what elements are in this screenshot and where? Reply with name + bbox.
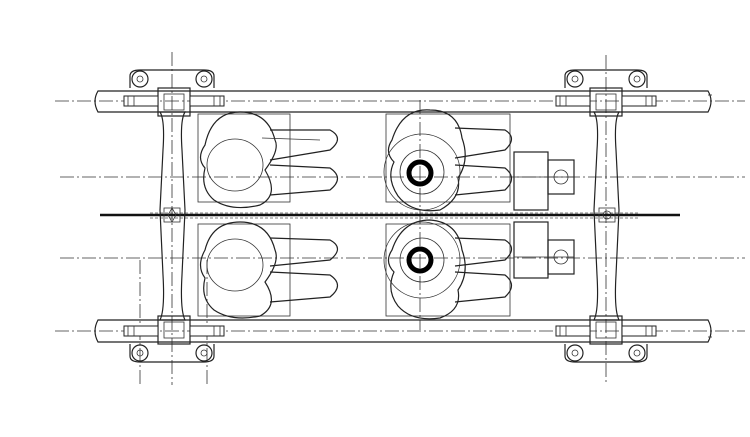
axle-right <box>592 111 621 321</box>
frame-end-stubs <box>708 94 712 338</box>
axle-left <box>158 111 187 321</box>
brake-assembly-lower <box>197 219 575 320</box>
pivot-ring-lower <box>406 246 434 274</box>
side-frame-bottom <box>94 319 712 343</box>
center-beam <box>100 212 680 219</box>
axle-box-bottom-left <box>123 315 225 363</box>
axle-box-bottom-right <box>555 315 657 363</box>
brake-assembly-upper <box>197 109 575 212</box>
axle-box-top-right <box>555 69 657 117</box>
side-frame-top <box>94 90 712 113</box>
axle-box-top-left <box>123 69 225 117</box>
pivot-ring-upper <box>406 159 434 187</box>
